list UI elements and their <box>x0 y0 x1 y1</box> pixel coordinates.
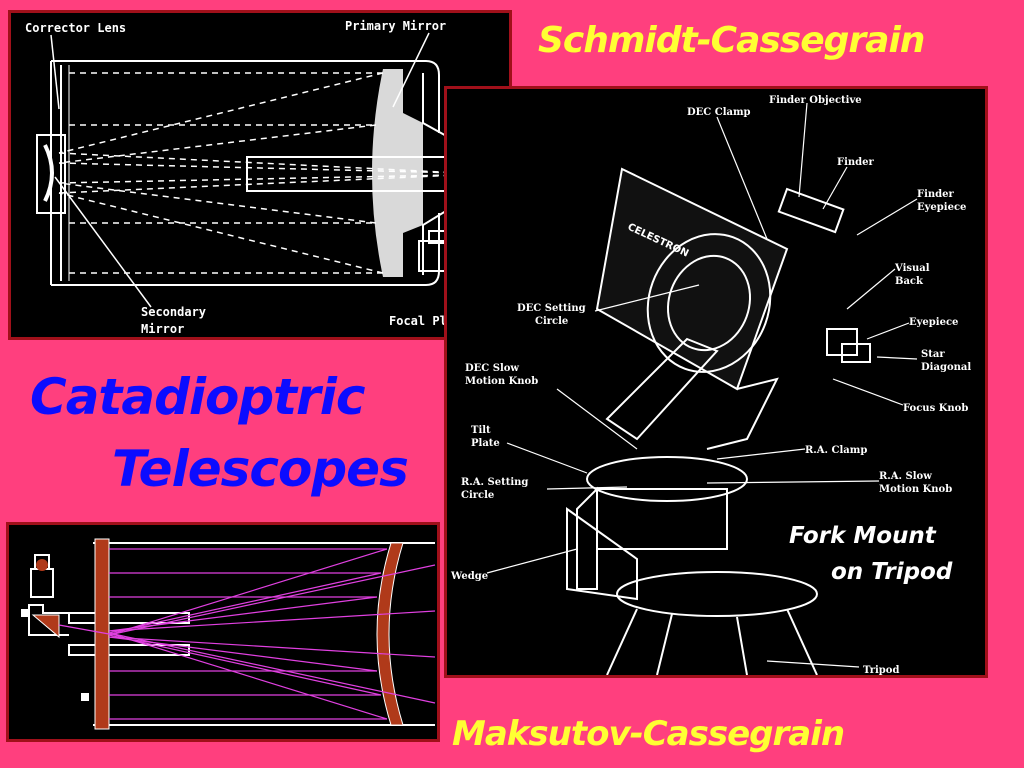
label-dec-slow-2: Motion Knob <box>465 376 538 387</box>
label-star-diagonal-2: Diagonal <box>921 362 971 373</box>
label-finder-objective: Finder Objective <box>769 95 862 106</box>
mak-ray-drawing <box>21 538 436 730</box>
label-wedge: Wedge <box>450 571 488 582</box>
schmidt-cassegrain-diagram: Corrector Lens Primary Mirror Secondary … <box>8 10 512 340</box>
schmidt-cassegrain-title: Schmidt-Cassegrain <box>538 20 925 61</box>
label-dec-clamp: DEC Clamp <box>687 107 751 118</box>
label-ra-clamp: R.A. Clamp <box>805 445 867 456</box>
label-secondary-mirror-2: Mirror <box>141 322 184 336</box>
fork-mount-diagram: CELESTRON DEC Clamp Finder Objective Fin… <box>444 86 988 678</box>
label-ra-slow-2: Motion Knob <box>879 484 952 495</box>
fork-mount-caption-1: Fork Mount <box>789 523 937 549</box>
label-secondary-mirror-1: Secondary <box>141 305 206 319</box>
label-ra-setting-2: Circle <box>461 490 494 501</box>
label-dec-slow-1: DEC Slow <box>465 363 519 374</box>
label-finder: Finder <box>837 157 875 168</box>
label-visual-back-1: Visual <box>894 263 930 274</box>
label-dec-setting-2: Circle <box>535 316 568 327</box>
label-tilt-plate-1: Tilt <box>471 425 491 436</box>
label-tilt-plate-2: Plate <box>471 438 500 449</box>
maksutov-cassegrain-diagram <box>6 522 440 742</box>
label-visual-back-2: Back <box>895 276 924 287</box>
fork-mount-caption-2: on Tripod <box>831 559 953 585</box>
label-corrector-lens: Corrector Lens <box>25 21 126 35</box>
label-finder-eyepiece-1: Finder <box>917 189 955 200</box>
label-ra-slow-1: R.A. Slow <box>879 471 932 482</box>
sc-cross-section-drawing: Corrector Lens Primary Mirror Secondary … <box>25 19 504 336</box>
label-finder-eyepiece-2: Eyepiece <box>917 202 966 213</box>
primary-mirror-shape <box>372 69 423 277</box>
label-tripod: Tripod <box>863 665 899 675</box>
label-dec-setting-1: DEC Setting <box>517 303 586 314</box>
label-eyepiece: Eyepiece <box>909 317 958 328</box>
maksutov-cassegrain-title: Maksutov-Cassegrain <box>452 714 845 754</box>
label-primary-mirror: Primary Mirror <box>345 19 446 33</box>
main-title-line1: Catadioptric <box>30 368 365 426</box>
label-star-diagonal-1: Star <box>921 349 945 360</box>
fork-mount-drawing: CELESTRON DEC Clamp Finder Objective Fin… <box>450 95 971 675</box>
main-title-line2: Telescopes <box>112 440 409 498</box>
label-ra-setting-1: R.A. Setting <box>461 477 528 488</box>
label-focus-knob: Focus Knob <box>903 403 968 414</box>
